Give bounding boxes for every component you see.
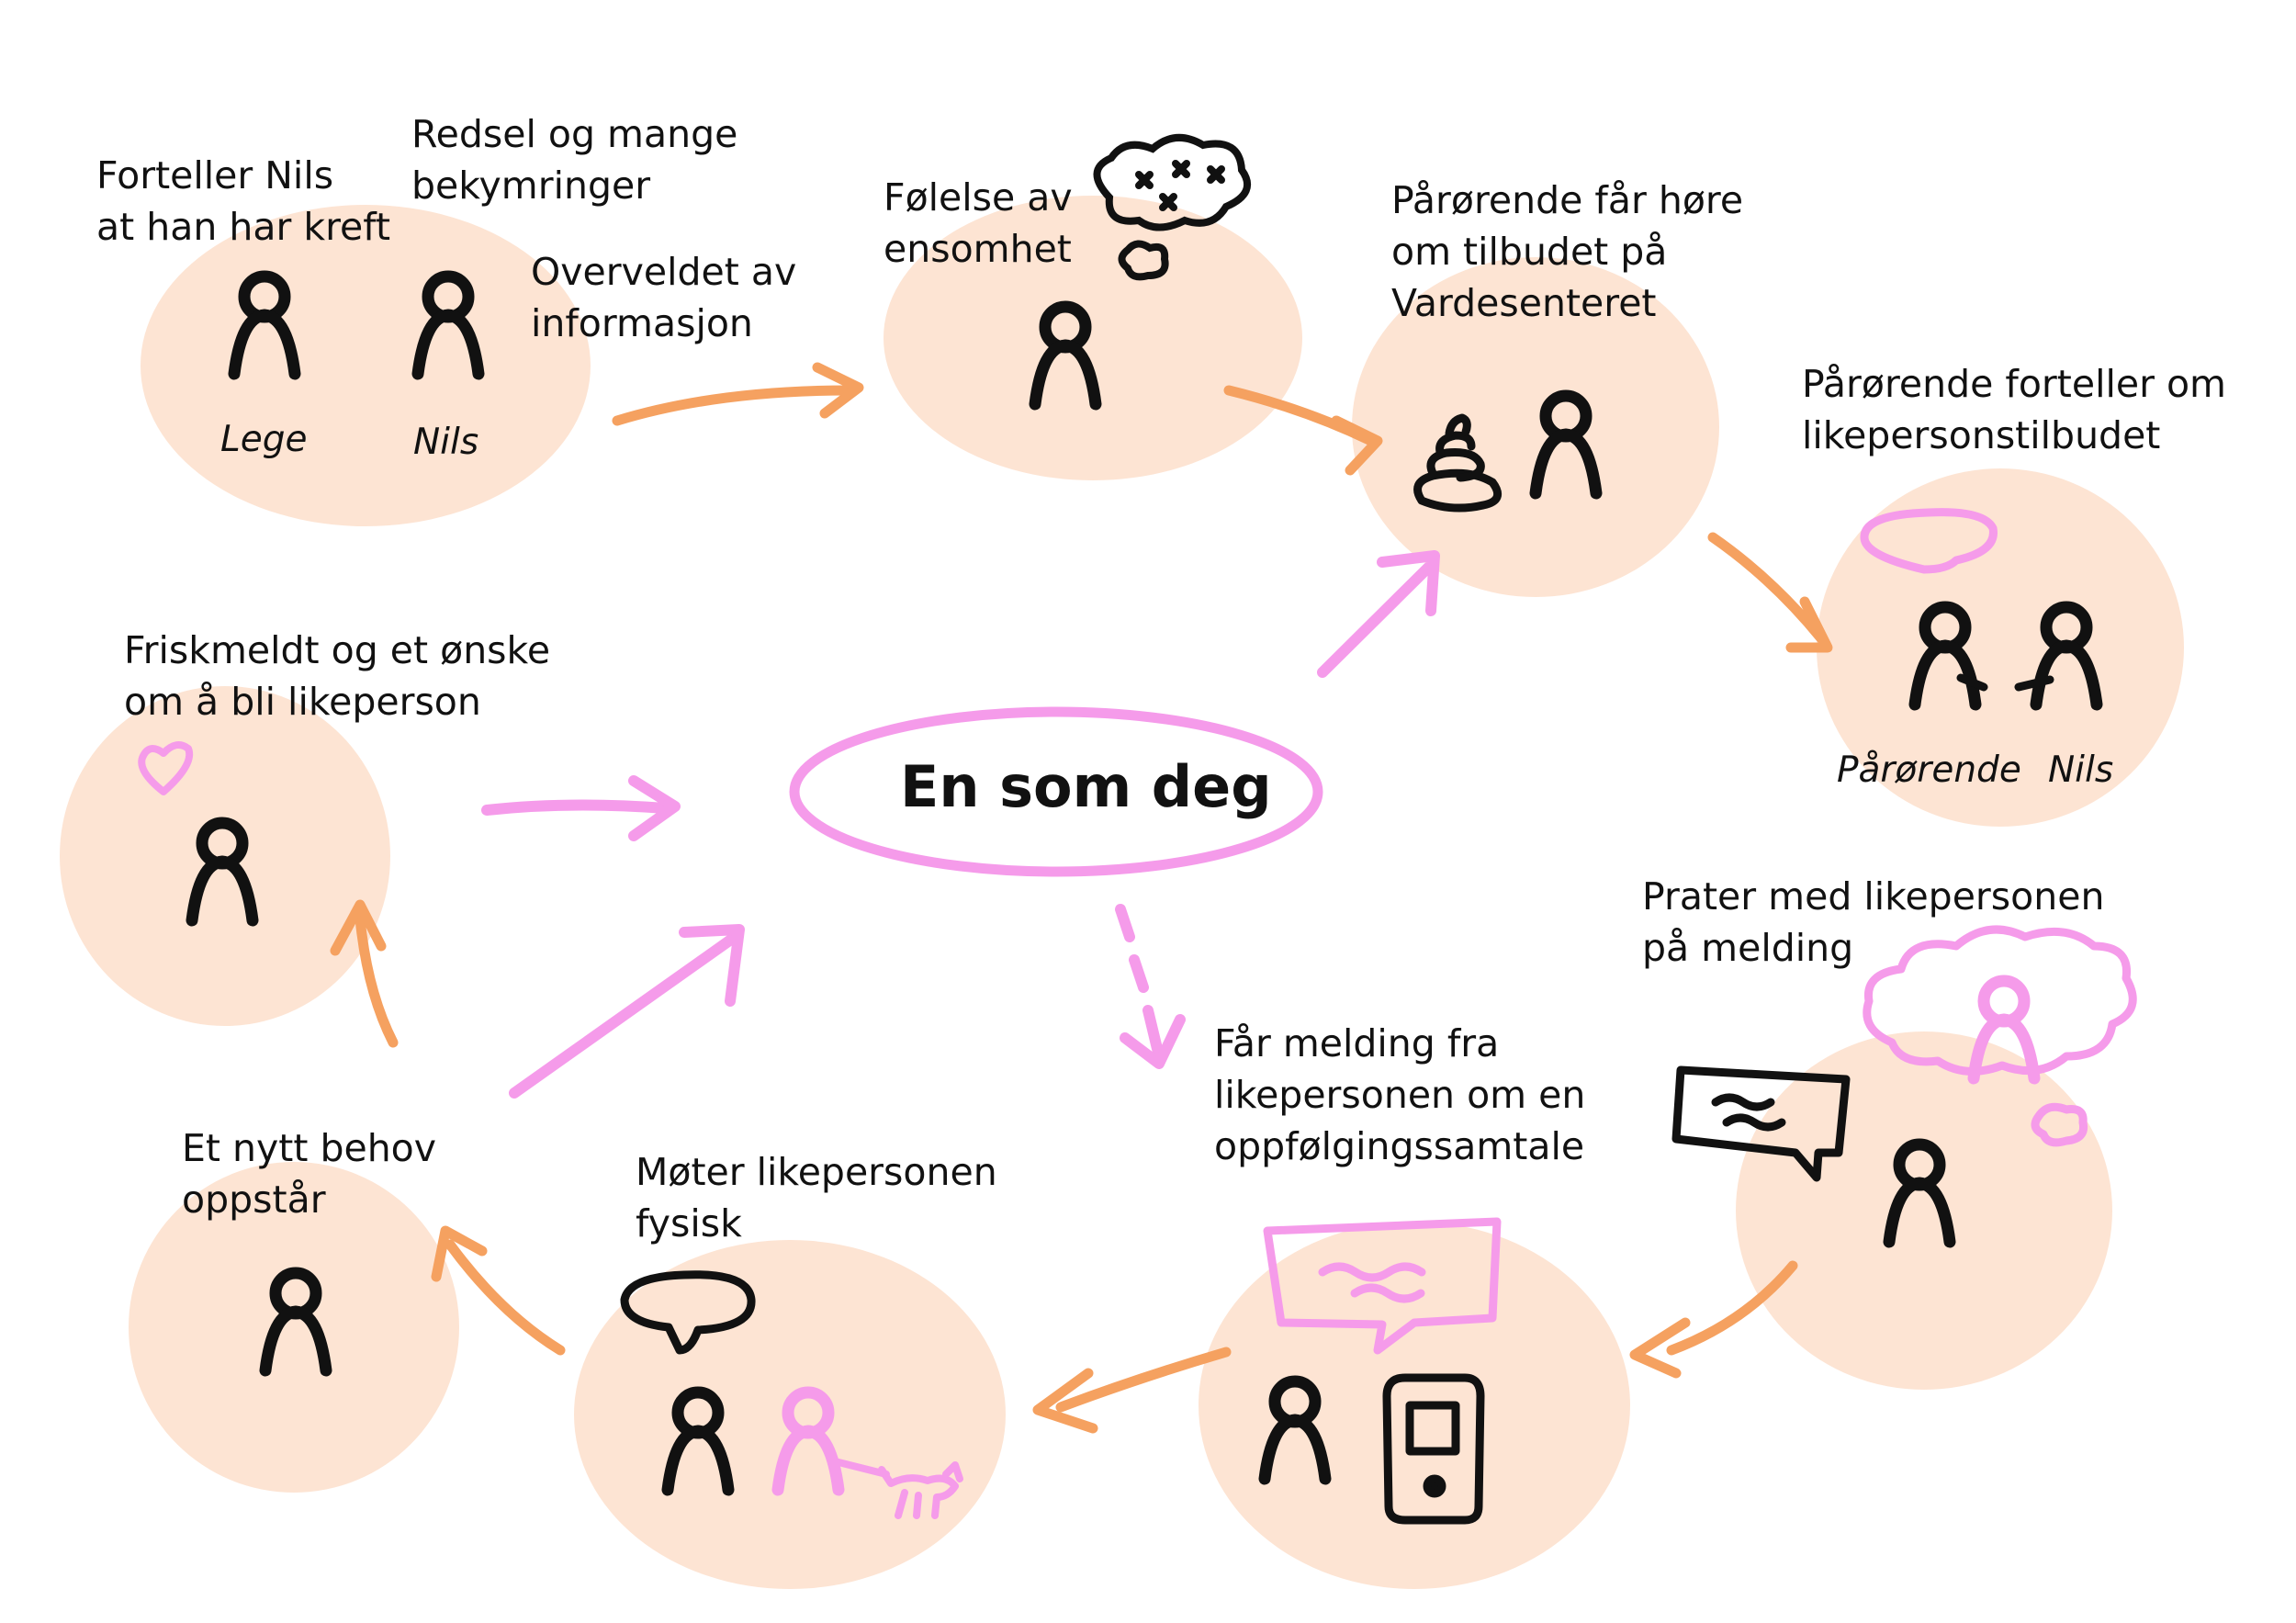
heart-icon <box>138 741 194 795</box>
bubble-s3 <box>1352 257 1719 597</box>
step9-label: Friskmeldt og et ønske om å bli likepers… <box>124 625 550 727</box>
pink-message-bubble-icon <box>1263 1217 1502 1355</box>
message-bubble-icon <box>1671 1065 1851 1182</box>
hand-reach <box>1956 673 2054 692</box>
arrow-s8-center <box>509 924 745 1099</box>
step4-label-text: Pårørende forteller om likepersonstilbud… <box>1802 362 2226 457</box>
step8-label-text: Et nytt behov oppstår <box>182 1126 437 1222</box>
pink-speech-bubble-icon <box>1860 508 1998 574</box>
step3-label-text: Pårørende får høre om tilbudet på Vardes… <box>1391 178 1744 325</box>
step9-label-text: Friskmeldt og et ønske om å bli likepers… <box>124 628 551 724</box>
arrow-s9-center <box>481 775 681 841</box>
step1-note-info: Overveldet av informasjon <box>531 246 796 349</box>
center-ellipse <box>789 706 1323 877</box>
step7-label-text: Møter likepersonen fysisk <box>636 1150 997 1245</box>
arrow-s5-s6 <box>1629 1260 1798 1379</box>
step8-label: Et nytt behov oppstår <box>182 1122 436 1225</box>
bubble-s5 <box>1736 1031 2112 1390</box>
step5-label: Prater med likepersonen på melding <box>1642 871 2104 974</box>
arrow-s7-s8 <box>431 1225 566 1356</box>
step3-label: Pårørende får høre om tilbudet på Vardes… <box>1391 175 1743 329</box>
step1-label-text: Forteller Nils at han har kreft <box>96 153 391 249</box>
step2-label: Følelse av ensomhet <box>884 172 1073 275</box>
step5-label-text: Prater med likepersonen på melding <box>1642 874 2105 970</box>
dog-icon <box>878 1461 963 1519</box>
step1-note-fear: Redsel og mange bekymringer <box>411 108 737 211</box>
vardesenteret-cairn-icon <box>1413 413 1503 513</box>
speech-bubble-icon <box>620 1270 756 1355</box>
person-label-nils: Nils <box>413 422 479 463</box>
leash <box>827 1457 890 1478</box>
note-fear-text: Redsel og mange bekymringer <box>411 112 738 208</box>
arrow-s8-s9 <box>330 899 399 1048</box>
step1-label: Forteller Nils at han har kreft <box>96 150 390 253</box>
arrow-s3-s4 <box>1707 532 1833 653</box>
arrow-s2-s3 <box>1223 385 1383 476</box>
step6-label: Får melding fra likepersonen om en oppfø… <box>1214 1018 1585 1172</box>
center-title: En som deg <box>900 753 1272 820</box>
person-label-parorende: Pårørende <box>1837 750 2021 791</box>
step6-label-text: Får melding fra likepersonen om en oppfø… <box>1214 1021 1586 1168</box>
peer-thought-cloud-icon <box>1863 925 2137 1147</box>
arrow-s1-s2 <box>612 362 864 426</box>
arrow-center-s3 <box>1317 550 1440 678</box>
step4-label: Pårørende forteller om likepersonstilbud… <box>1802 358 2226 461</box>
person-label-lege: Lege <box>220 419 308 460</box>
phone-icon <box>1382 1373 1485 1525</box>
bubble-s2 <box>884 196 1302 480</box>
arrow-center-s6 <box>1115 904 1186 1069</box>
bubble-s8 <box>129 1162 459 1493</box>
bubble-s1 <box>141 205 591 526</box>
step7-label: Møter likepersonen fysisk <box>636 1146 997 1249</box>
arrow-s6-s7 <box>1032 1347 1232 1434</box>
person-label-nils-2: Nils <box>2048 750 2114 791</box>
worry-cloud-icon <box>1093 134 1252 281</box>
bubble-s4 <box>1817 468 2184 827</box>
note-info-text: Overveldet av informasjon <box>531 250 797 345</box>
step2-label-text: Følelse av ensomhet <box>884 175 1073 271</box>
